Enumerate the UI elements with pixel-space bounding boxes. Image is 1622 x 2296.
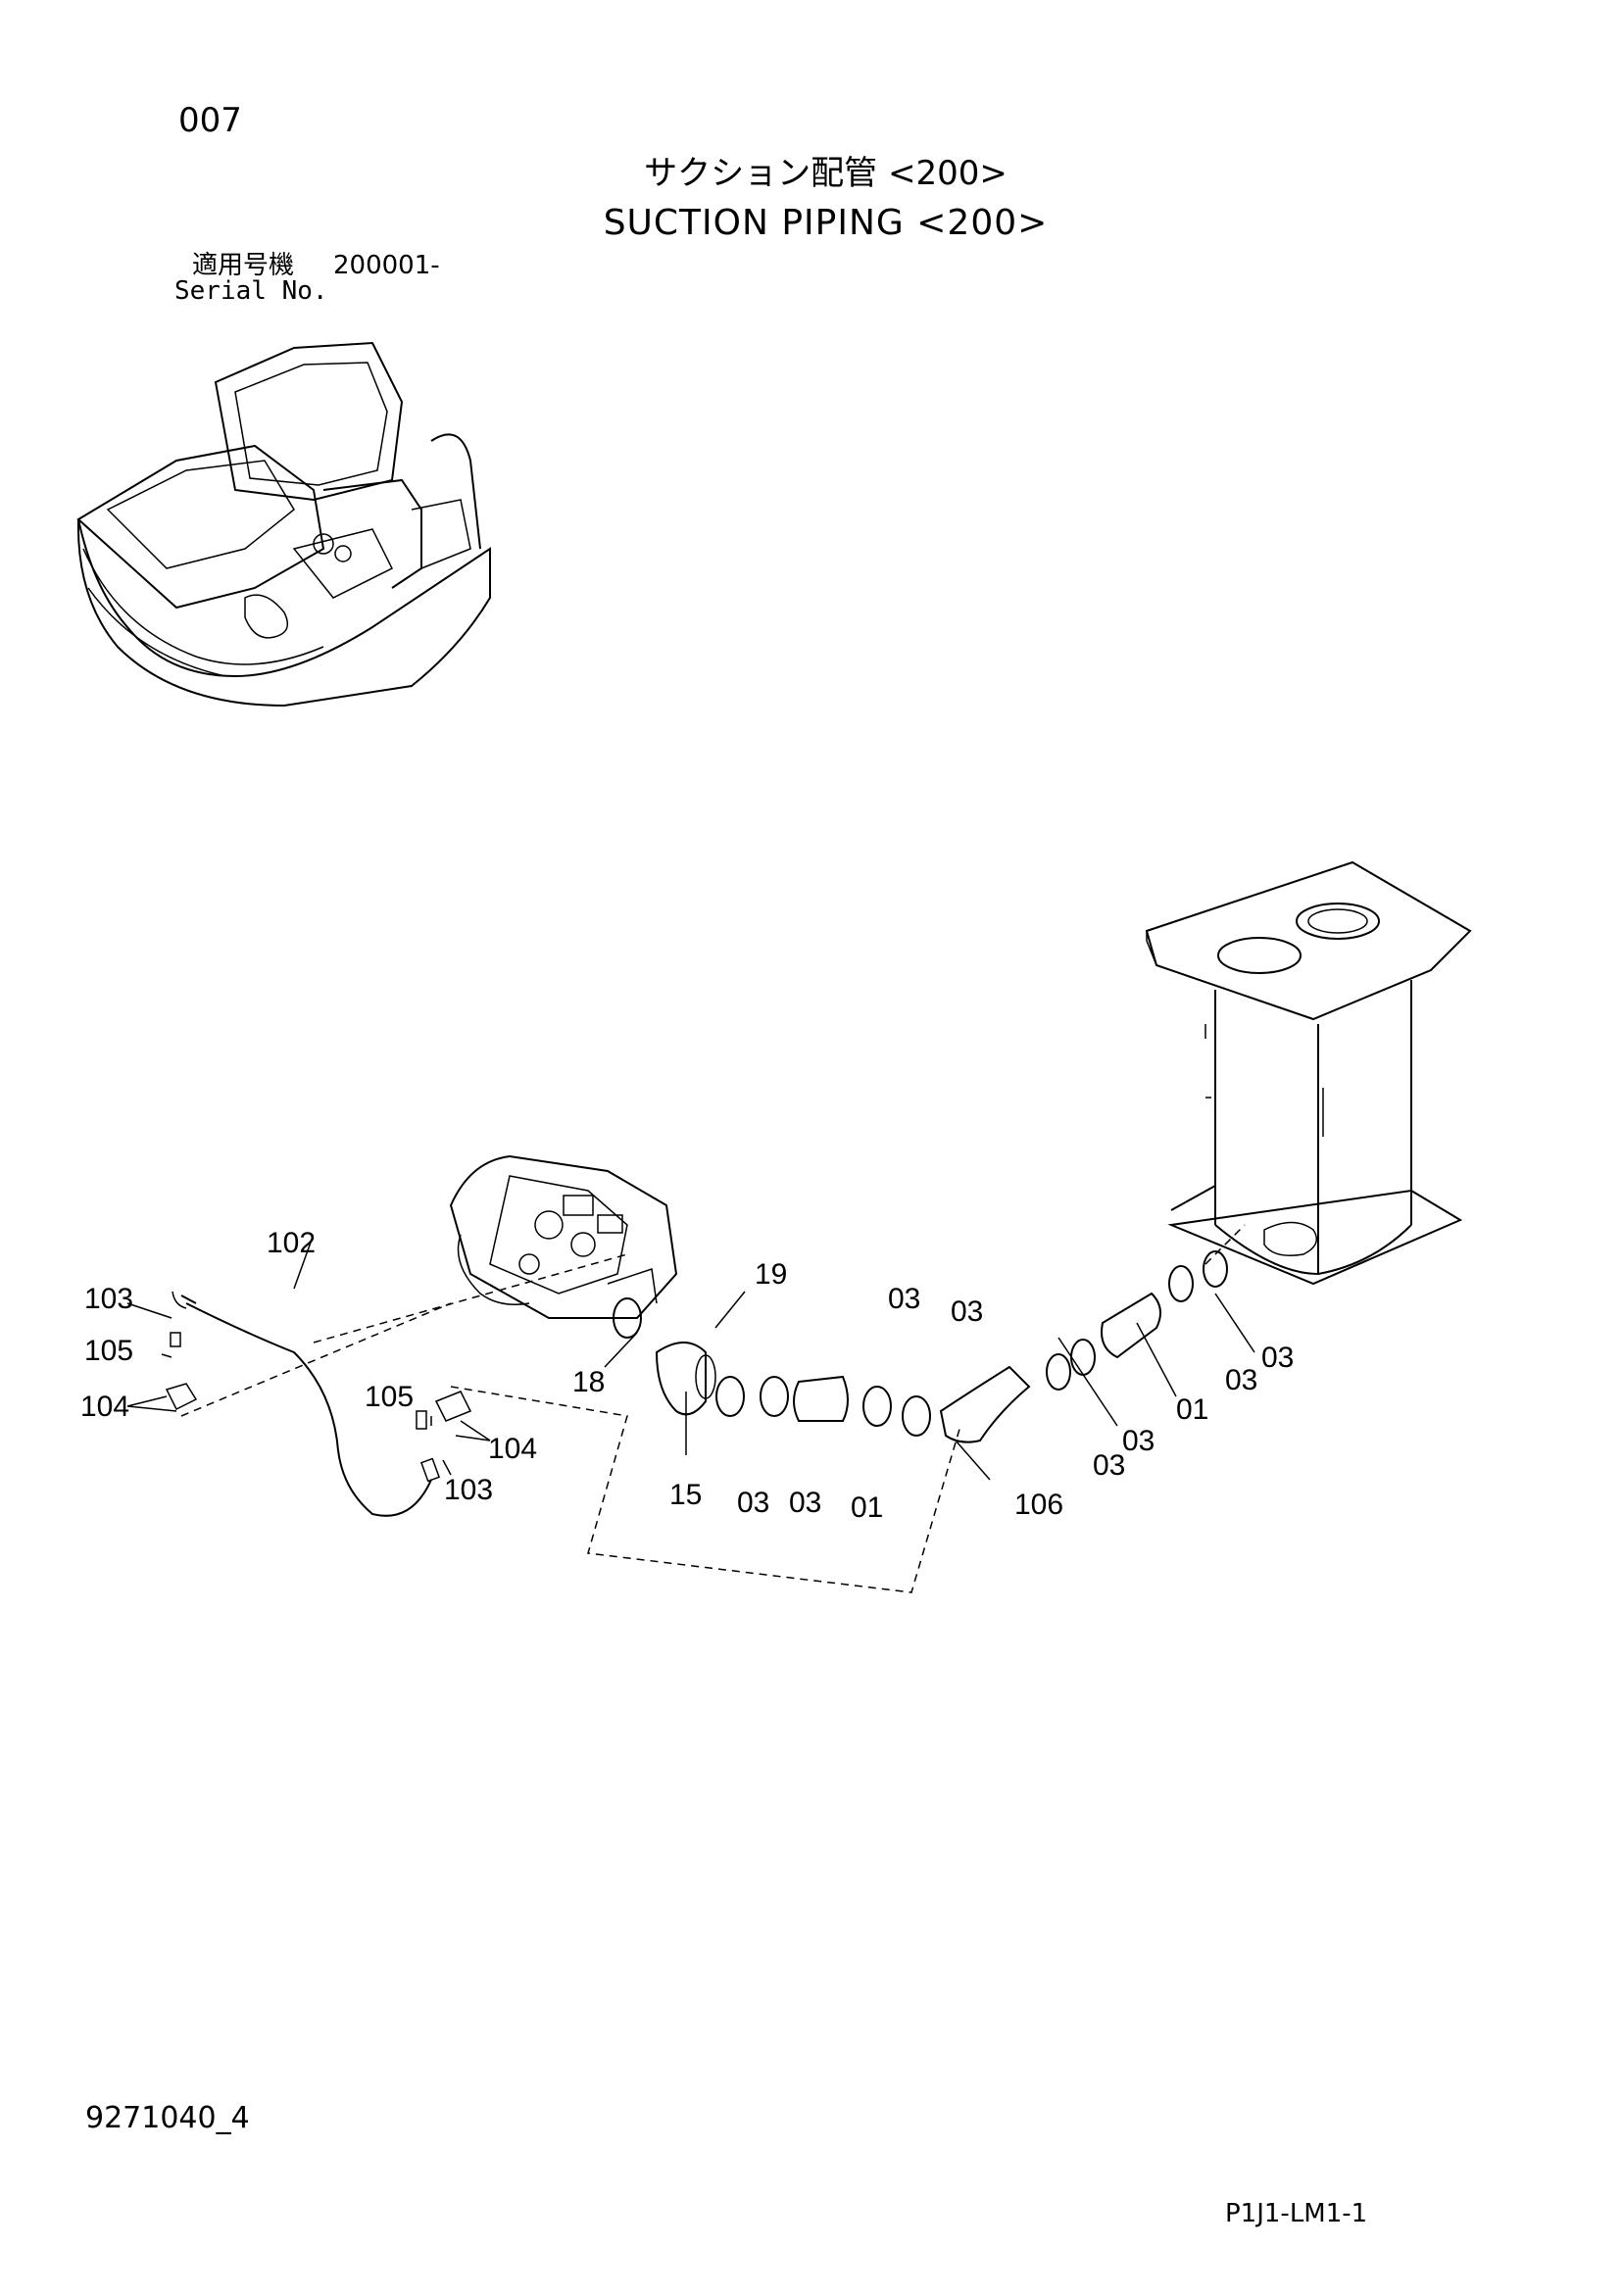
- callout-105: 105: [84, 1335, 133, 1367]
- hydraulic-pump-illustration: [449, 1154, 678, 1319]
- document-number: 9271040_4: [85, 2101, 250, 2135]
- callout-01: 01: [851, 1491, 883, 1524]
- callout-102: 102: [267, 1227, 316, 1259]
- callout-104: 104: [488, 1433, 537, 1465]
- callout-03: 03: [1122, 1425, 1155, 1457]
- callout-18: 18: [572, 1366, 605, 1398]
- serial-label-english: Serial No.: [174, 276, 328, 306]
- title-english: SUCTION PIPING <200>: [603, 203, 1049, 243]
- leader-lines: [126, 1224, 1255, 1593]
- fittings-and-clamps: [165, 1250, 1228, 1443]
- page-number: 007: [178, 101, 242, 140]
- callout-03: 03: [888, 1283, 920, 1315]
- callout-01: 01: [1176, 1393, 1208, 1426]
- callout-106: 106: [1014, 1489, 1063, 1521]
- machine-overview-illustration: [76, 341, 491, 708]
- title-japanese: サクション配管 <200>: [644, 154, 1008, 193]
- callout-103: 103: [444, 1474, 493, 1506]
- callout-03: 03: [951, 1295, 983, 1328]
- hose-102: [172, 1291, 441, 1517]
- callout-105: 105: [365, 1381, 414, 1413]
- serial-label-japanese: 適用号機: [192, 251, 295, 280]
- callout-03: 03: [789, 1487, 821, 1519]
- serial-value: 200001-: [333, 251, 440, 280]
- callout-104: 104: [80, 1391, 129, 1423]
- callout-03: 03: [1225, 1364, 1257, 1396]
- callout-03: 03: [737, 1487, 769, 1519]
- callout-103: 103: [84, 1283, 133, 1315]
- callout-19: 19: [755, 1258, 787, 1291]
- reference-code: P1J1-LM1-1: [1225, 2199, 1368, 2228]
- part-callouts: 102 103 105 104 105 104 103 19 18 15 03 …: [80, 1227, 1294, 1524]
- callout-15: 15: [669, 1479, 702, 1511]
- callout-03: 03: [1261, 1342, 1294, 1374]
- hydraulic-tank-illustration: [1145, 860, 1472, 1286]
- callout-03: 03: [1093, 1449, 1125, 1482]
